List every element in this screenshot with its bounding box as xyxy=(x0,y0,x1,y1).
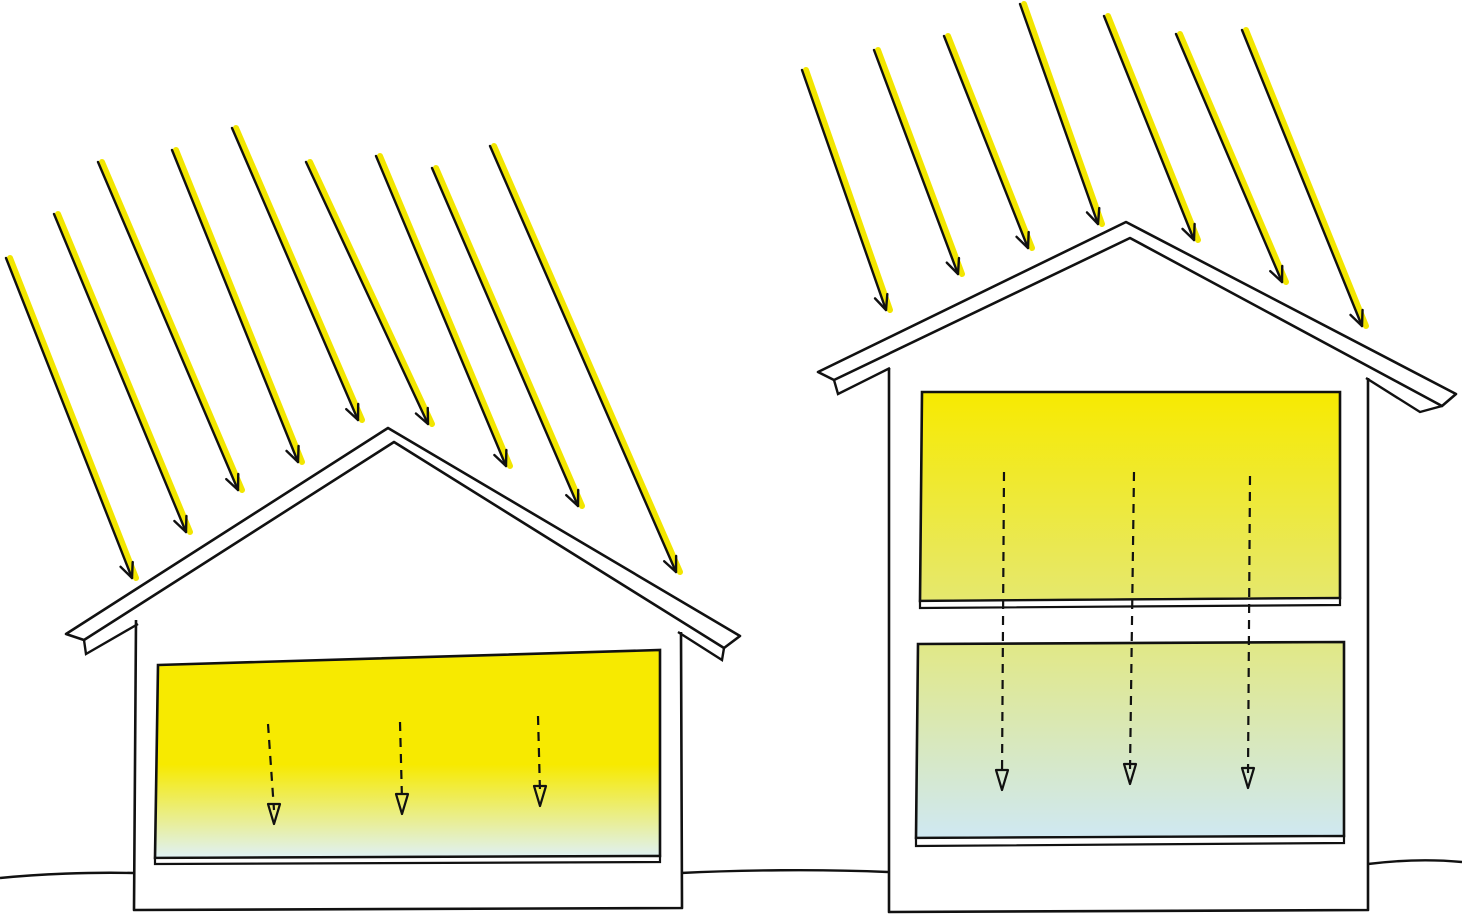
sun-ray-6 xyxy=(1174,31,1289,285)
sun-ray-4 xyxy=(170,147,305,465)
lower-storey-floor xyxy=(914,834,1346,848)
sun-ray-2 xyxy=(52,211,193,535)
heat-arrow-3 xyxy=(1240,475,1256,790)
single-storey-room xyxy=(153,648,662,860)
heat-arrow-3 xyxy=(532,715,548,808)
sun-ray-5 xyxy=(1102,13,1201,243)
two-storey-heat-flow xyxy=(994,471,1256,792)
upper-storey-floor xyxy=(918,596,1342,610)
ground-line xyxy=(0,859,1462,880)
single-storey-sun-rays xyxy=(4,125,683,581)
sun-ray-6 xyxy=(304,159,435,427)
upper-storey-room xyxy=(918,390,1342,603)
heat-arrow-2 xyxy=(1122,471,1138,786)
single-storey-eave-left xyxy=(82,622,139,656)
sun-ray-7 xyxy=(374,153,513,469)
sun-ray-5 xyxy=(230,125,365,423)
single-storey-eave-right xyxy=(677,630,726,662)
sun-ray-7 xyxy=(1240,27,1369,329)
sun-ray-9 xyxy=(488,143,683,575)
sun-ray-3 xyxy=(942,33,1035,251)
two-storey-eave-right xyxy=(1365,376,1443,414)
sun-ray-2 xyxy=(872,47,965,277)
sun-ray-1 xyxy=(4,255,139,581)
two-storey-house xyxy=(800,1,1458,914)
sun-ray-8 xyxy=(430,165,585,509)
two-storey-eave-left xyxy=(832,366,891,396)
heat-arrow-1 xyxy=(994,471,1010,792)
single-storey-heat-flow xyxy=(266,715,548,826)
single-storey-floor xyxy=(153,854,662,866)
sun-ray-4 xyxy=(1018,1,1105,227)
single-storey-house xyxy=(4,125,742,912)
sun-ray-1 xyxy=(800,67,893,313)
two-storey-sun-rays xyxy=(800,1,1369,329)
heat-arrow-2 xyxy=(394,721,410,816)
sun-ray-3 xyxy=(96,159,245,493)
lower-storey-room xyxy=(914,640,1346,840)
heat-arrow-1 xyxy=(266,723,282,826)
single-storey-roof xyxy=(64,426,742,650)
